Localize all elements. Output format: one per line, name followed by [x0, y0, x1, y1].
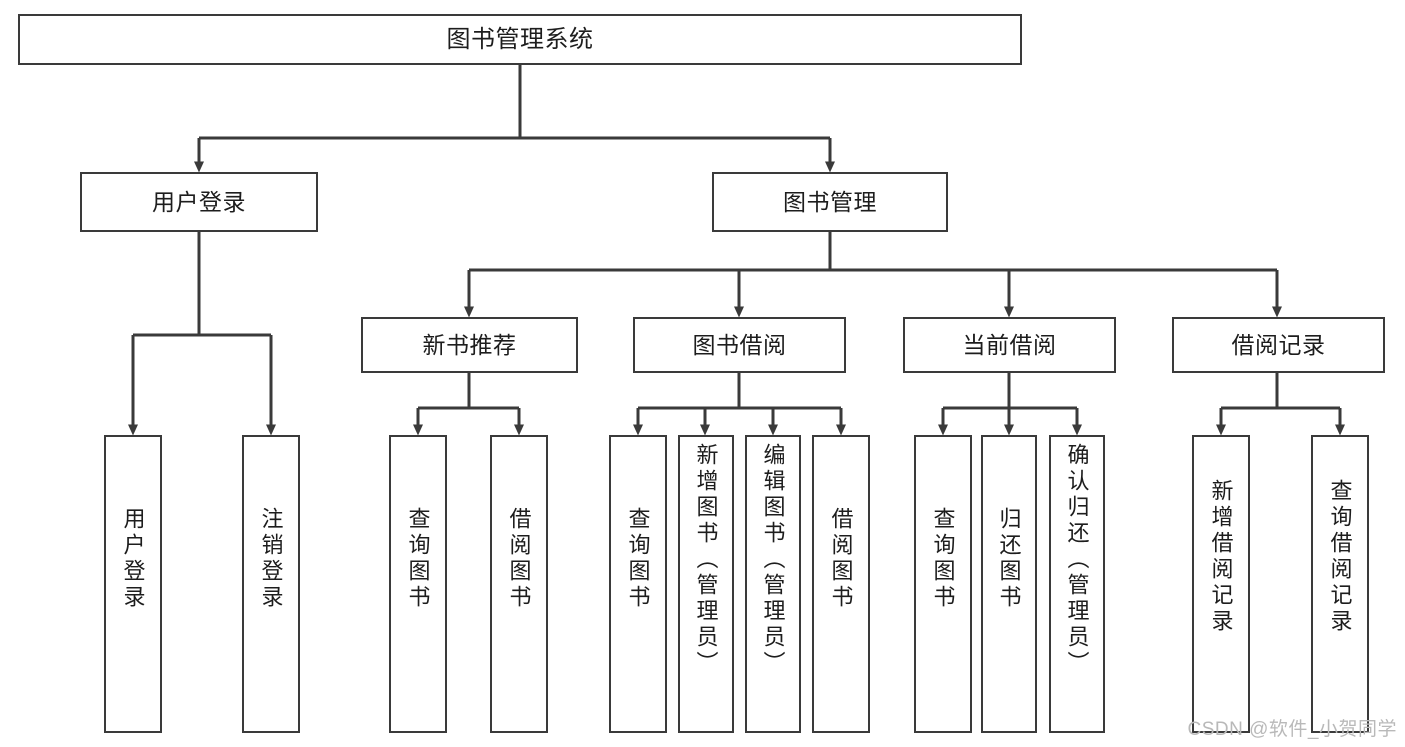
leaf-user-login-login[interactable]: 用户登录 — [104, 435, 162, 733]
node-label: 图书借阅 — [692, 331, 787, 358]
node-book-management[interactable]: 图书管理 — [712, 172, 948, 232]
leaf-borrow-add-book-admin[interactable]: 新增图书（管理员） — [678, 435, 734, 733]
node-borrow-record[interactable]: 借阅记录 — [1172, 317, 1385, 373]
node-label: 新增借阅记录 — [1208, 479, 1234, 635]
node-book-borrow[interactable]: 图书借阅 — [633, 317, 846, 373]
leaf-borrow-edit-book-admin[interactable]: 编辑图书（管理员） — [745, 435, 801, 733]
node-label: 借阅图书 — [828, 507, 854, 611]
node-root-system[interactable]: 图书管理系统 — [18, 14, 1022, 65]
node-current-borrow[interactable]: 当前借阅 — [903, 317, 1116, 373]
node-label: 查询借阅记录 — [1327, 479, 1353, 635]
node-label: 归还图书 — [996, 507, 1022, 611]
node-label: 用户登录 — [120, 507, 146, 611]
node-label: 借阅图书 — [506, 507, 532, 611]
node-label: 确认归还（管理员） — [1064, 443, 1090, 677]
leaf-current-query-book[interactable]: 查询图书 — [914, 435, 972, 733]
leaf-record-add-record[interactable]: 新增借阅记录 — [1192, 435, 1250, 733]
leaf-borrow-query-book[interactable]: 查询图书 — [609, 435, 667, 733]
node-new-book-recommend[interactable]: 新书推荐 — [361, 317, 578, 373]
node-label: 图书管理 — [783, 188, 877, 215]
node-label: 新书推荐 — [422, 331, 517, 358]
node-label: 注销登录 — [258, 507, 284, 611]
leaf-user-login-logout[interactable]: 注销登录 — [242, 435, 300, 733]
node-label: 当前借阅 — [962, 331, 1057, 358]
node-label: 查询图书 — [625, 507, 651, 611]
node-label: 新增图书（管理员） — [693, 443, 719, 677]
leaf-current-return-book[interactable]: 归还图书 — [981, 435, 1037, 733]
leaf-borrow-borrow-book[interactable]: 借阅图书 — [812, 435, 870, 733]
watermark-text: CSDN @软件_小贺同学 — [1187, 719, 1397, 740]
node-label: 图书管理系统 — [446, 25, 594, 53]
node-label: 查询图书 — [930, 507, 956, 611]
leaf-current-confirm-return-admin[interactable]: 确认归还（管理员） — [1049, 435, 1105, 733]
node-user-login[interactable]: 用户登录 — [80, 172, 318, 232]
node-label: 编辑图书（管理员） — [760, 443, 786, 677]
leaf-new-book-borrow[interactable]: 借阅图书 — [490, 435, 548, 733]
node-label: 查询图书 — [405, 507, 431, 611]
leaf-new-book-query[interactable]: 查询图书 — [389, 435, 447, 733]
node-label: 借阅记录 — [1231, 331, 1326, 358]
leaf-record-query-record[interactable]: 查询借阅记录 — [1311, 435, 1369, 733]
node-label: 用户登录 — [152, 188, 246, 215]
